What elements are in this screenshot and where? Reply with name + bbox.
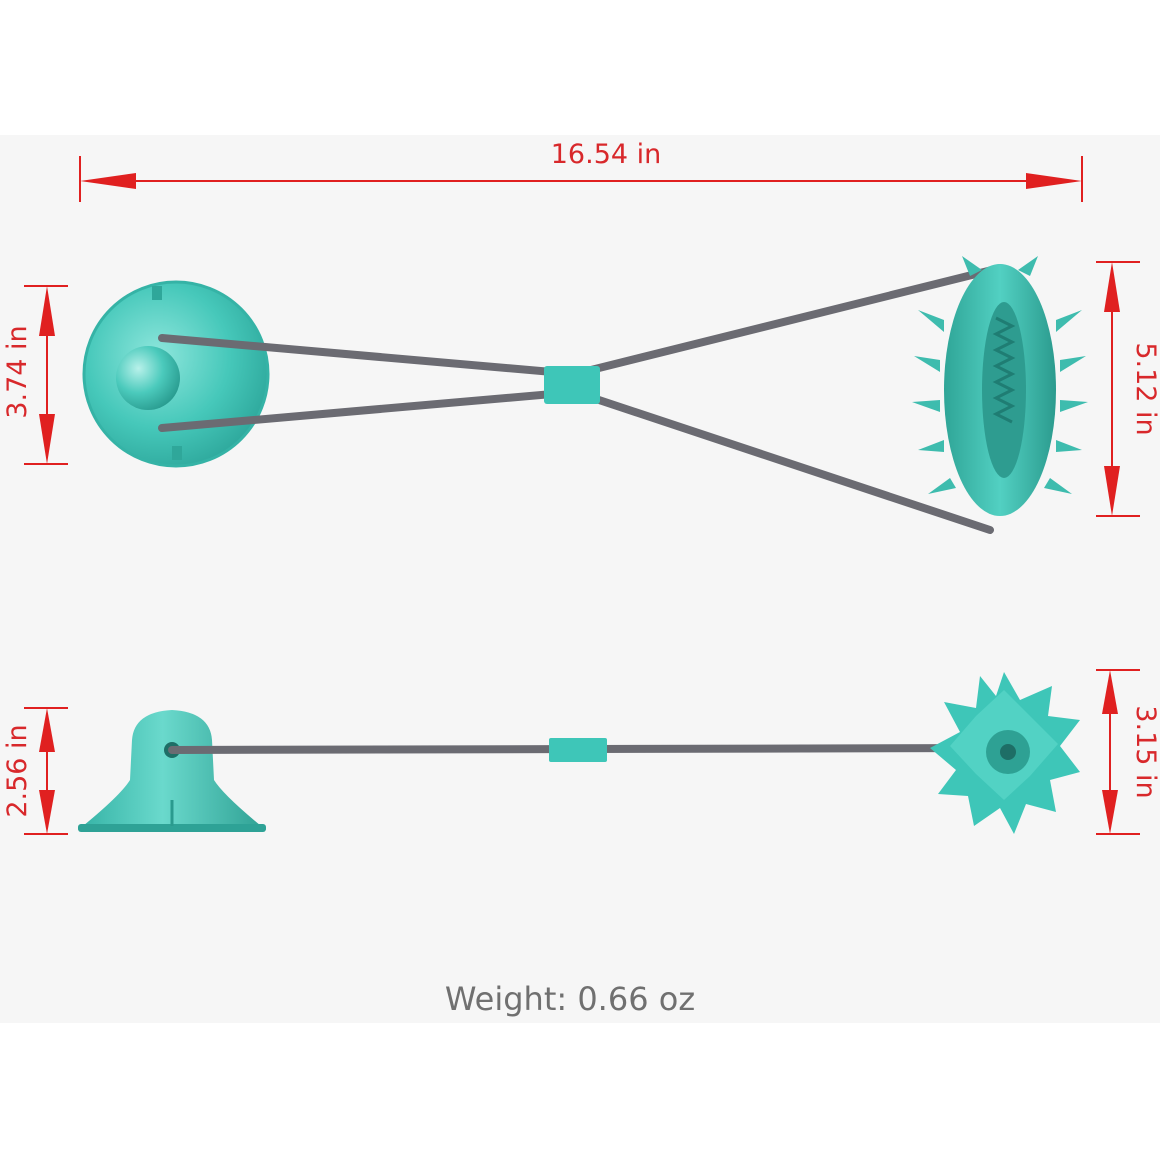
suction-cup-side bbox=[78, 710, 266, 832]
top-view-toy bbox=[82, 256, 1088, 534]
ball-length-top-arrow bbox=[1104, 262, 1120, 312]
suction-cup-top bbox=[82, 280, 270, 468]
ball-height-dimension: 3.15 in bbox=[1096, 669, 1160, 835]
cup-diameter-label: 3.74 in bbox=[2, 325, 33, 418]
ball-length-bottom-arrow bbox=[1104, 466, 1120, 516]
base-height-label: 2.56 in bbox=[2, 724, 33, 817]
total-length-label: 16.54 in bbox=[551, 139, 662, 170]
ball-height-bottom-arrow bbox=[1102, 790, 1118, 834]
base-height-top-arrow bbox=[39, 708, 55, 752]
ball-height-top-arrow bbox=[1102, 670, 1118, 714]
spiky-ball-side bbox=[930, 672, 1080, 834]
spiky-ball-top bbox=[912, 256, 1088, 516]
rope-clip-top bbox=[544, 366, 600, 404]
ball-length-label: 5.12 in bbox=[1130, 342, 1160, 435]
total-length-right-arrow bbox=[1026, 173, 1082, 189]
base-height-dimension: 2.56 in bbox=[2, 707, 68, 835]
cup-diameter-dimension: 3.74 in bbox=[2, 285, 68, 465]
total-length-left-arrow bbox=[80, 173, 136, 189]
ball-height-label: 3.15 in bbox=[1130, 705, 1160, 798]
ball-length-dimension: 5.12 in bbox=[1096, 261, 1160, 517]
rope-upper bbox=[158, 264, 1004, 379]
total-length-dimension: 16.54 in bbox=[79, 139, 1083, 202]
rope-clip-side bbox=[549, 738, 607, 762]
base-height-bottom-arrow bbox=[39, 790, 55, 834]
cup-diameter-top-arrow bbox=[39, 286, 55, 336]
side-view-toy bbox=[78, 672, 1080, 834]
cup-diameter-bottom-arrow bbox=[39, 414, 55, 464]
cup-knob bbox=[116, 346, 180, 410]
weight-label: Weight: 0.66 oz bbox=[445, 980, 695, 1018]
rope-lower bbox=[158, 387, 994, 534]
